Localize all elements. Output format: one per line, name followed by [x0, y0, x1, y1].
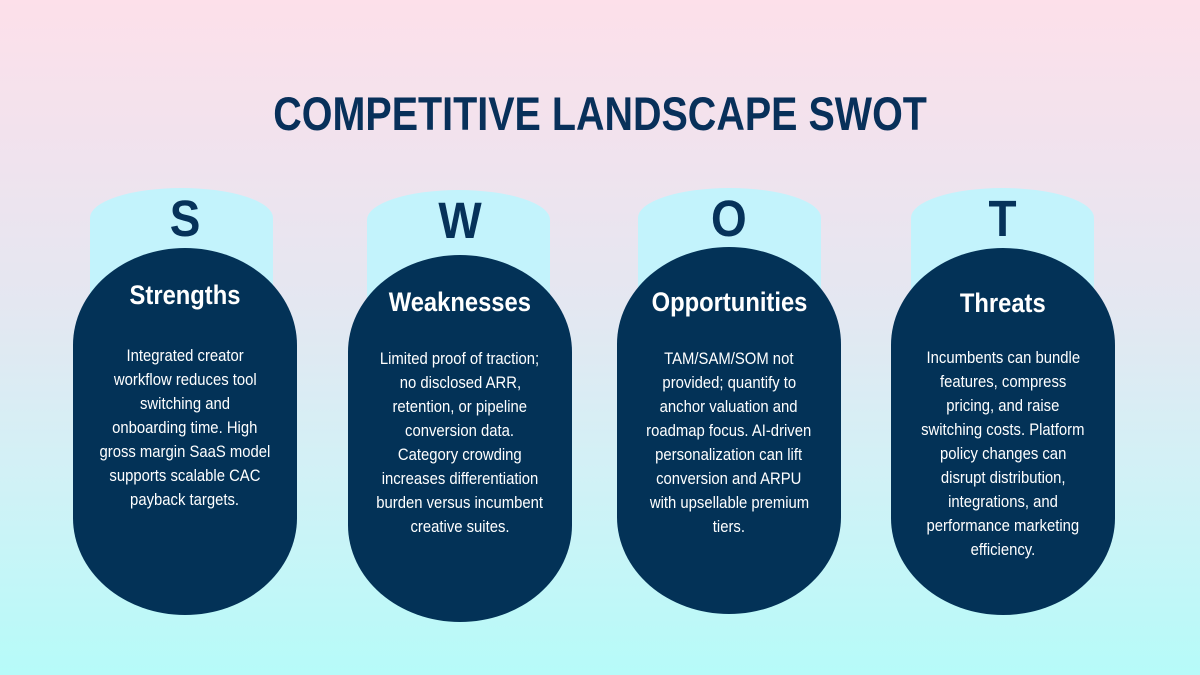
- swot-capsule-threats: Threats Incumbents can bundle features, …: [891, 248, 1115, 615]
- body-line: pricing, and raise: [946, 397, 1060, 415]
- body-line: anchor valuation and: [660, 398, 798, 416]
- body-line: onboarding time. High: [112, 419, 258, 437]
- body-line: features, compress: [939, 373, 1067, 391]
- swot-letter-o: O: [711, 190, 747, 247]
- swot-body-opportunities: TAM/SAM/SOM not provided; quantify to an…: [623, 347, 835, 539]
- body-line: tiers.: [712, 518, 746, 536]
- swot-body-weaknesses: Limited proof of traction; no disclosed …: [354, 347, 566, 539]
- swot-heading-strengths: Strengths: [129, 280, 241, 310]
- body-line: workflow reduces tool: [113, 371, 257, 389]
- body-line: conversion data.: [405, 422, 515, 440]
- swot-card-weaknesses: W Weaknesses Limited proof of traction; …: [348, 190, 572, 622]
- body-line: increases differentiation: [381, 470, 539, 488]
- body-line: Incumbents can bundle: [926, 349, 1080, 367]
- swot-body-strengths: Integrated creator workflow reduces tool…: [79, 344, 291, 512]
- body-line: efficiency.: [970, 541, 1036, 559]
- swot-heading-threats: Threats: [960, 288, 1046, 318]
- body-line: roadmap focus. AI-driven: [646, 422, 812, 440]
- body-line: personalization can lift: [655, 446, 803, 464]
- body-line: retention, or pipeline: [392, 398, 528, 416]
- swot-letter-s: S: [169, 190, 201, 247]
- body-line: Integrated creator: [126, 347, 244, 365]
- body-line: integrations, and: [948, 493, 1058, 511]
- body-line: gross margin SaaS model: [99, 443, 271, 461]
- body-line: supports scalable CAC: [109, 467, 261, 485]
- body-line: disrupt distribution,: [940, 469, 1066, 487]
- body-line: switching and: [139, 395, 230, 413]
- slide-title-text: COMPETITIVE LANDSCAPE SWOT: [273, 87, 927, 140]
- body-line: TAM/SAM/SOM not: [664, 350, 794, 368]
- swot-heading-opportunities: Opportunities: [651, 287, 807, 317]
- body-line: no disclosed ARR,: [399, 374, 521, 392]
- body-line: payback targets.: [130, 491, 240, 509]
- body-line: provided; quantify to: [662, 374, 796, 392]
- swot-capsule-strengths: Strengths Integrated creator workflow re…: [73, 248, 297, 615]
- swot-card-opportunities: O Opportunities TAM/SAM/SOM not provided…: [617, 188, 841, 618]
- swot-heading-weaknesses: Weaknesses: [388, 287, 532, 317]
- body-line: switching costs. Platform: [921, 421, 1085, 439]
- body-line: conversion and ARPU: [656, 470, 802, 488]
- body-line: Limited proof of traction;: [380, 350, 540, 368]
- body-line: Category crowding: [398, 446, 522, 464]
- body-line: policy changes can: [939, 445, 1067, 463]
- body-line: performance marketing: [926, 517, 1080, 535]
- body-line: with upsellable premium: [649, 494, 809, 512]
- swot-letter-t: T: [988, 190, 1018, 247]
- swot-capsule-weaknesses: Weaknesses Limited proof of traction; no…: [348, 255, 572, 622]
- body-line: burden versus incumbent: [376, 494, 544, 512]
- swot-card-threats: T Threats Incumbents can bundle features…: [891, 188, 1115, 618]
- swot-card-strengths: S Strengths Integrated creator workflow …: [73, 188, 297, 618]
- swot-letter-w: W: [438, 192, 482, 249]
- body-line: creative suites.: [410, 518, 510, 536]
- swot-body-threats: Incumbents can bundle features, compress…: [897, 346, 1109, 562]
- slide-title: COMPETITIVE LANDSCAPE SWOT: [0, 86, 1200, 141]
- swot-capsule-opportunities: Opportunities TAM/SAM/SOM not provided; …: [617, 247, 841, 614]
